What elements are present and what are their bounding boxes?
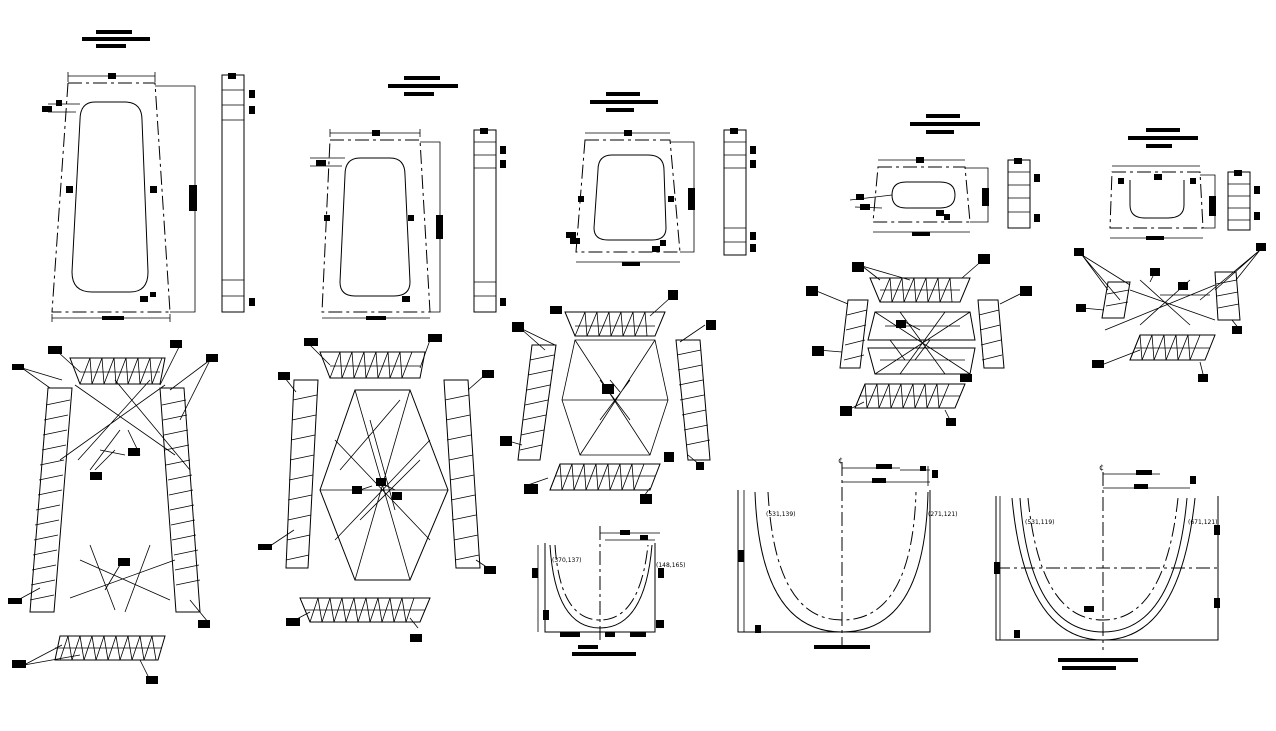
section-1-elevation bbox=[42, 30, 255, 322]
section-2-truss-layout bbox=[258, 334, 496, 642]
coord-label-4: (271,121) bbox=[928, 511, 958, 518]
centerline-symbol: ¢ bbox=[838, 456, 843, 465]
section-4-bowl-section: ¢ (531,139) (271,121) bbox=[737, 456, 958, 649]
coord-label-3: (531,139) bbox=[766, 511, 796, 518]
section-3-bowl-section: (370,137) (148,165) bbox=[532, 526, 686, 656]
centerline-symbol: ¢ bbox=[1099, 463, 1104, 472]
section-3-truss-layout bbox=[500, 290, 716, 504]
section-5-bowl-section: ¢ (531,119) (671,121) bbox=[994, 463, 1220, 670]
section-3-elevation bbox=[566, 92, 756, 266]
coord-label-1: (370,137) bbox=[552, 557, 582, 564]
coord-label-6: (671,121) bbox=[1188, 519, 1218, 526]
section-5-elevation bbox=[1109, 128, 1260, 240]
section-1-truss-layout bbox=[8, 340, 218, 684]
coord-label-2: (148,165) bbox=[656, 562, 686, 569]
section-5-truss-layout bbox=[1074, 243, 1266, 382]
section-2-elevation bbox=[310, 76, 506, 320]
section-4-elevation bbox=[849, 114, 1040, 236]
section-4-truss-layout bbox=[806, 254, 1032, 426]
coord-label-5: (531,119) bbox=[1025, 519, 1055, 526]
